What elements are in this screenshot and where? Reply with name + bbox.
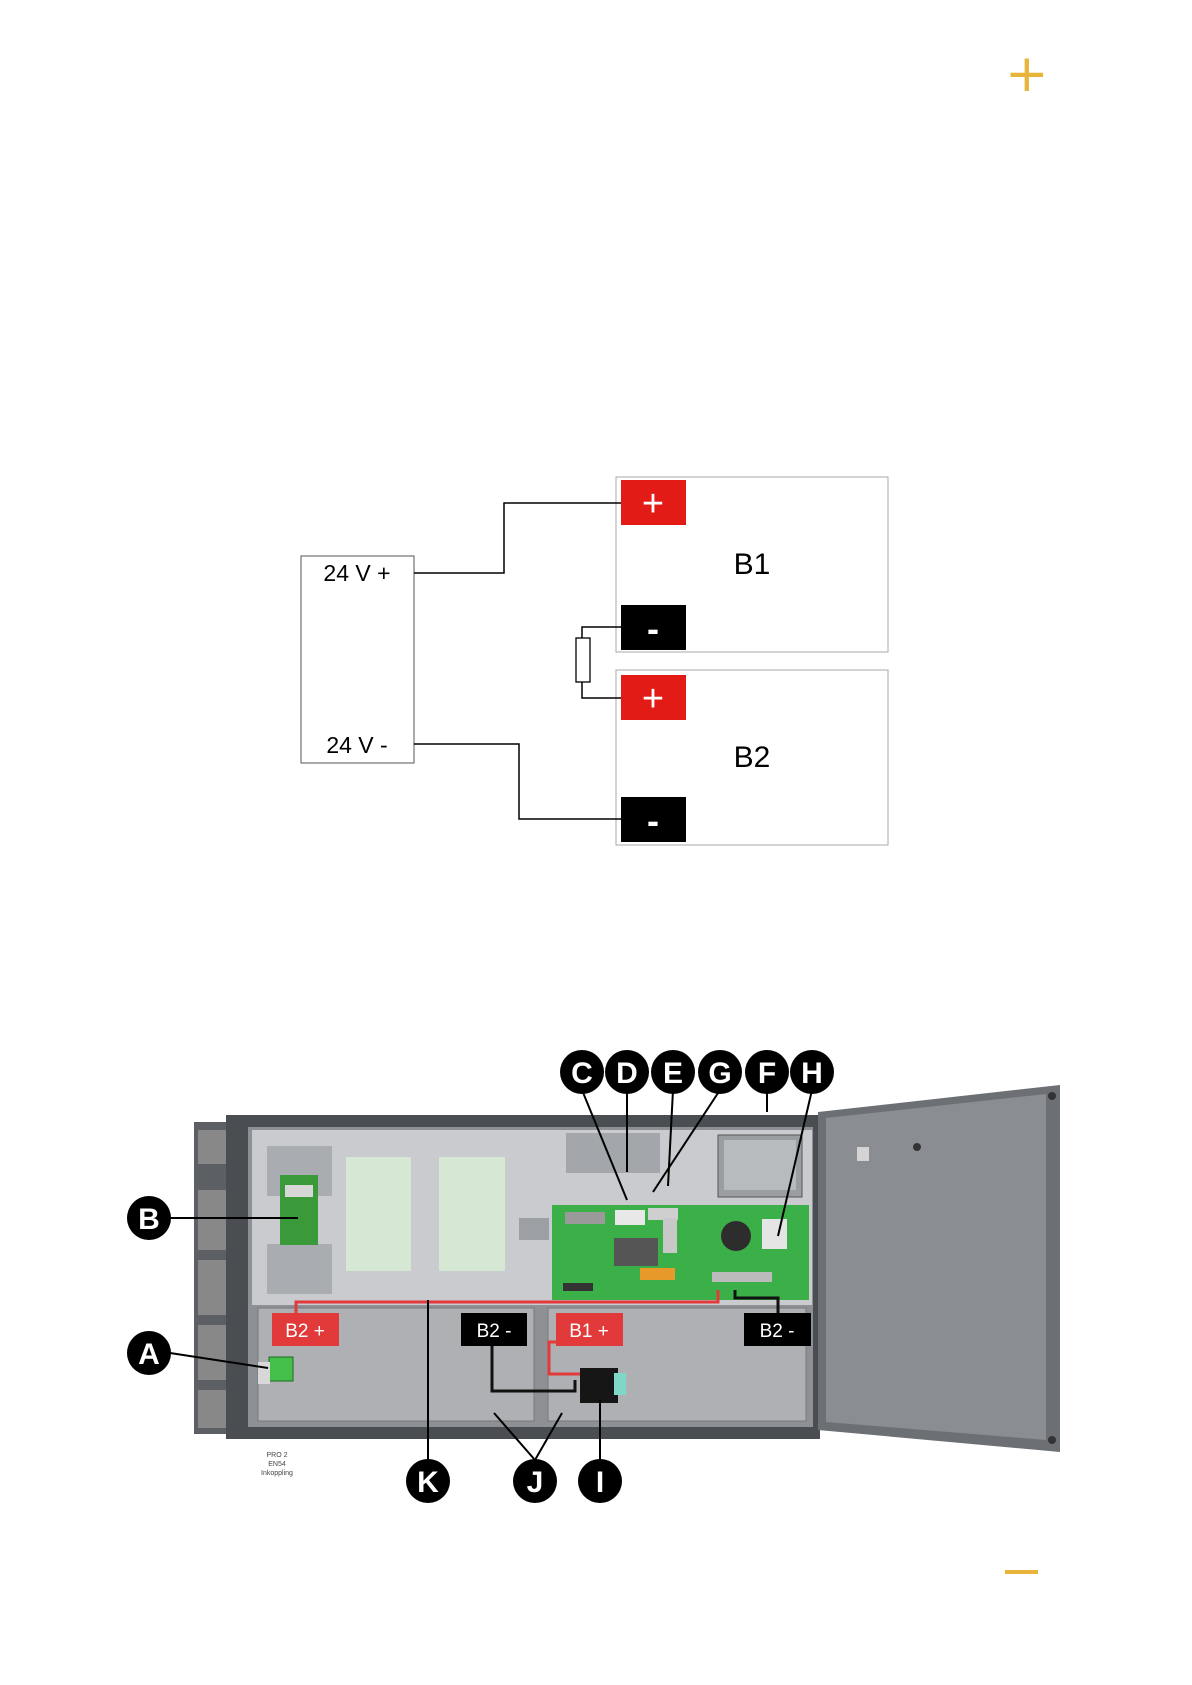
callout-k-text: K <box>417 1466 439 1499</box>
mount-slot <box>198 1190 226 1250</box>
wire-fuse-to-b2-plus <box>582 682 621 698</box>
tag-b2-plus-text: B2 + <box>285 1321 325 1342</box>
left-module-bottom <box>267 1244 332 1294</box>
mount-slot <box>198 1130 226 1164</box>
cabinet-door-inner <box>826 1094 1046 1440</box>
b1-minus-symbol: - <box>647 608 659 649</box>
supply-plus-label: 24 V + <box>323 560 390 586</box>
callout-h-text: H <box>801 1057 823 1090</box>
power-module-left <box>346 1157 411 1271</box>
wiring-diagram: 24 V + 24 V - B1 + - B2 + - <box>301 477 888 845</box>
wire-supply-minus-to-b2 <box>414 744 621 819</box>
inline-fuse-holder <box>580 1368 618 1403</box>
door-screw-top <box>1048 1092 1056 1100</box>
power-module-right <box>439 1157 505 1271</box>
callout-j-text: J <box>527 1466 544 1499</box>
door-hole <box>913 1143 921 1151</box>
mount-slot <box>198 1325 226 1380</box>
pcb-dip-switch <box>563 1283 593 1291</box>
b2-minus-symbol: - <box>647 800 659 841</box>
expansion-board-connector <box>285 1185 313 1197</box>
pcb-connector-h <box>762 1219 787 1249</box>
sticker-line-2: EN54 <box>268 1461 286 1468</box>
callout-d-text: D <box>616 1057 638 1090</box>
pcb-relay-bank <box>614 1238 658 1266</box>
pcb-terminal-strip <box>712 1272 772 1282</box>
tag-b2-minus-right-text: B2 - <box>760 1321 795 1342</box>
mount-slot <box>198 1390 226 1428</box>
b2-plus-symbol: + <box>642 678 664 720</box>
callout-b-text: B <box>138 1203 160 1236</box>
battery-b2-label: B2 <box>734 741 771 774</box>
tag-b1-plus-text: B1 + <box>569 1321 609 1342</box>
pcb-fuse-block <box>640 1268 675 1280</box>
bracket <box>519 1218 549 1240</box>
fuse <box>576 638 590 682</box>
callout-g-text: G <box>708 1057 731 1090</box>
pcb-serial-port <box>663 1218 677 1253</box>
b1-plus-symbol: + <box>642 483 664 525</box>
door-latch <box>857 1147 869 1161</box>
top-right-module-face <box>724 1140 796 1190</box>
callout-i-text: I <box>596 1466 604 1499</box>
callout-e-text: E <box>663 1057 683 1090</box>
pcb-buzzer <box>721 1221 751 1251</box>
callout-f-text: F <box>758 1057 776 1090</box>
terminal-mount <box>258 1362 270 1384</box>
inline-fuse-cap <box>614 1373 626 1395</box>
mount-slot <box>198 1260 226 1315</box>
pcb-connector-row <box>565 1212 605 1224</box>
callout-a-text: A <box>138 1338 160 1371</box>
sticker-line-3: Inkoppling <box>261 1470 293 1477</box>
tag-b2-minus-left-text: B2 - <box>477 1321 512 1342</box>
pcb-connector-c <box>615 1210 645 1225</box>
wire-supply-plus-to-b1 <box>414 503 621 573</box>
sticker-line-1: PRO 2 <box>266 1452 287 1459</box>
supply-minus-label: 24 V - <box>326 732 387 758</box>
battery-b1-label: B1 <box>734 548 771 581</box>
terminal-block-a <box>269 1357 293 1381</box>
door-screw-bottom <box>1048 1436 1056 1444</box>
callout-c-text: C <box>571 1057 593 1090</box>
wire-b1-minus-to-fuse <box>582 627 621 638</box>
